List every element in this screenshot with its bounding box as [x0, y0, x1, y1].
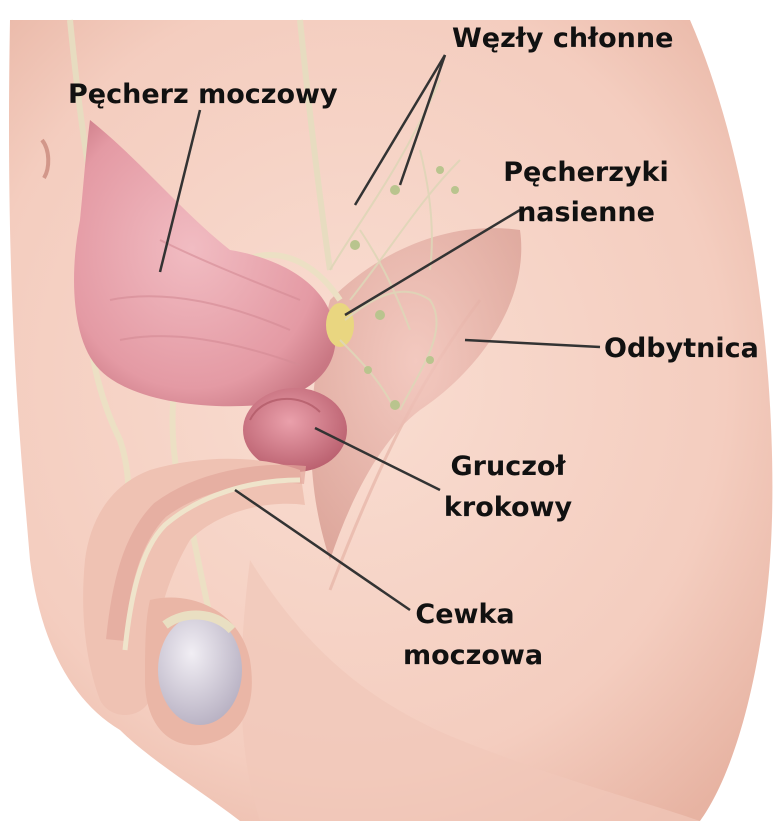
label-lymph-nodes: Węzły chłonne — [452, 22, 673, 56]
label-urethra-1: Cewka — [390, 598, 540, 632]
label-rectum: Odbytnica — [604, 332, 759, 366]
label-prostate-1: Gruczoł — [428, 450, 588, 484]
label-urethra-2: moczowa — [388, 639, 558, 673]
prostate-shape — [243, 388, 347, 472]
label-prostate-2: krokowy — [428, 491, 588, 525]
label-seminal-vesicles-1: Pęcherzyki — [496, 156, 676, 190]
label-seminal-vesicles-2: nasienne — [496, 196, 676, 230]
label-bladder: Pęcherz moczowy — [68, 78, 338, 112]
